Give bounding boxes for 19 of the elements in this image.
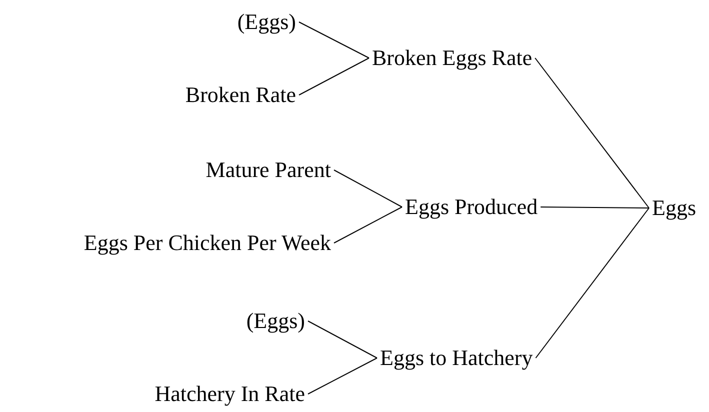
connector-line bbox=[308, 320, 378, 358]
connector-line bbox=[540, 206, 650, 208]
connector-line bbox=[334, 170, 402, 208]
node-label: Eggs bbox=[649, 196, 699, 220]
node-label: Broken Eggs Rate bbox=[369, 46, 536, 70]
node-label: (Eggs) bbox=[234, 10, 299, 34]
node-label: Broken Rate bbox=[182, 83, 299, 107]
connector-line bbox=[298, 58, 370, 96]
connector-line bbox=[334, 206, 402, 244]
node-label: Eggs to Hatchery bbox=[377, 346, 536, 370]
node-label: Mature Parent bbox=[202, 158, 334, 182]
connector-line bbox=[308, 358, 378, 394]
node-label: Eggs Produced bbox=[402, 195, 541, 219]
connector-line bbox=[534, 58, 650, 208]
node-label: Hatchery In Rate bbox=[152, 382, 308, 406]
node-label: (Eggs) bbox=[243, 309, 308, 333]
connector-line bbox=[298, 22, 370, 58]
connector-line bbox=[535, 208, 650, 358]
node-label: Eggs Per Chicken Per Week bbox=[80, 231, 334, 255]
